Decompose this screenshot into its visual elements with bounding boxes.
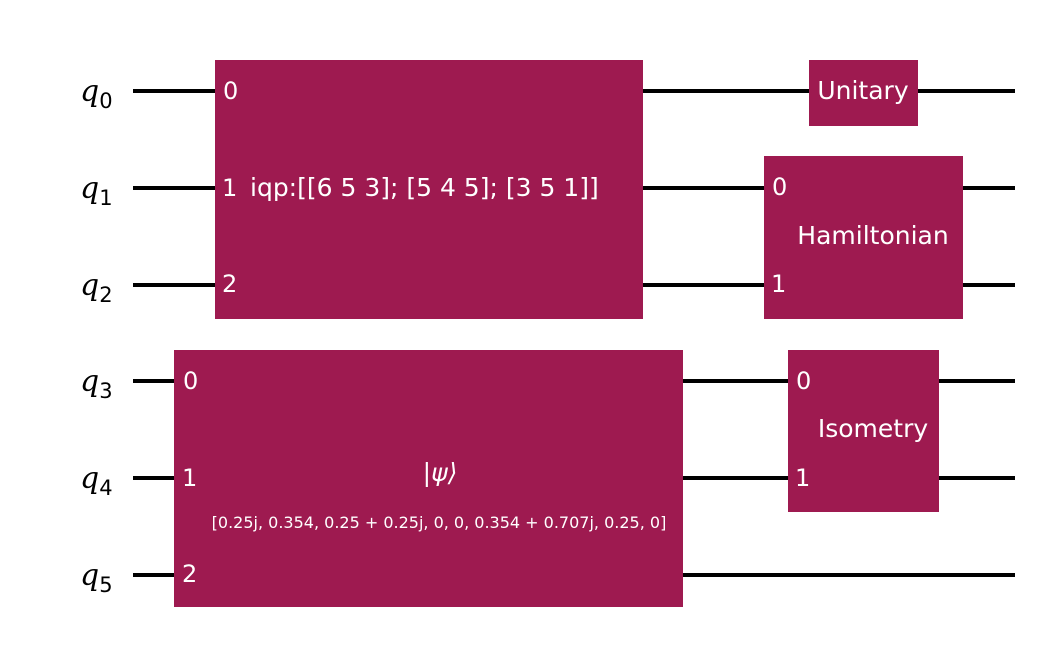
qubit-name: q [80, 558, 99, 593]
hamiltonian-gate-box [764, 156, 963, 319]
qubit-name: q [80, 268, 99, 303]
hamiltonian-port-1: 1 [771, 270, 786, 298]
iqp-gate: 0 1 2 iqp:[[6 5 3]; [5 4 5]; [3 5 1]] [215, 60, 643, 319]
qubit-label-q3: q3 [80, 364, 113, 403]
qubit-name: q [80, 461, 99, 496]
state-prep-params: [0.25j, 0.354, 0.25 + 0.25j, 0, 0, 0.354… [212, 513, 667, 532]
qubit-label-q4: q4 [80, 461, 113, 500]
qubit-labels: q0 q1 q2 q3 q4 q5 [80, 74, 113, 597]
state-prep-port-0: 0 [183, 367, 198, 395]
qubit-index: 5 [99, 573, 112, 597]
qubit-label-q5: q5 [80, 558, 113, 597]
qubit-index: 3 [99, 379, 112, 403]
isometry-gate-box [788, 350, 939, 512]
qubit-index: 2 [99, 283, 112, 307]
state-prep-gate-box [174, 350, 683, 607]
qubit-label-q0: q0 [80, 74, 113, 113]
qubit-label-q1: q1 [80, 171, 113, 210]
iqp-gate-label: iqp:[[6 5 3]; [5 4 5]; [3 5 1]] [250, 173, 599, 202]
hamiltonian-port-0: 0 [772, 173, 787, 201]
iqp-port-0: 0 [223, 77, 238, 105]
state-prep-gate: 0 1 2 |ψ⟩ [0.25j, 0.354, 0.25 + 0.25j, 0… [174, 350, 683, 607]
qubit-name: q [80, 74, 99, 109]
qubit-name: q [80, 171, 99, 206]
iqp-port-2: 2 [222, 270, 237, 298]
isometry-gate-label: Isometry [818, 414, 929, 443]
hamiltonian-gate-label: Hamiltonian [797, 221, 948, 250]
iqp-port-1: 1 [222, 174, 237, 202]
qubit-index: 0 [99, 89, 112, 113]
state-prep-port-2: 2 [182, 560, 197, 588]
hamiltonian-gate: 0 1 Hamiltonian [764, 156, 963, 319]
isometry-port-1: 1 [795, 464, 810, 492]
unitary-gate-label: Unitary [817, 76, 908, 105]
qubit-label-q2: q2 [80, 268, 113, 307]
iqp-gate-box [215, 60, 643, 319]
qubit-name: q [80, 364, 99, 399]
qubit-index: 4 [99, 476, 112, 500]
isometry-port-0: 0 [796, 367, 811, 395]
state-prep-label: |ψ⟩ [423, 458, 458, 487]
isometry-gate: 0 1 Isometry [788, 350, 939, 512]
unitary-gate-box [809, 60, 918, 126]
qubit-index: 1 [99, 186, 112, 210]
unitary-gate: Unitary [809, 60, 918, 126]
state-prep-port-1: 1 [182, 464, 197, 492]
